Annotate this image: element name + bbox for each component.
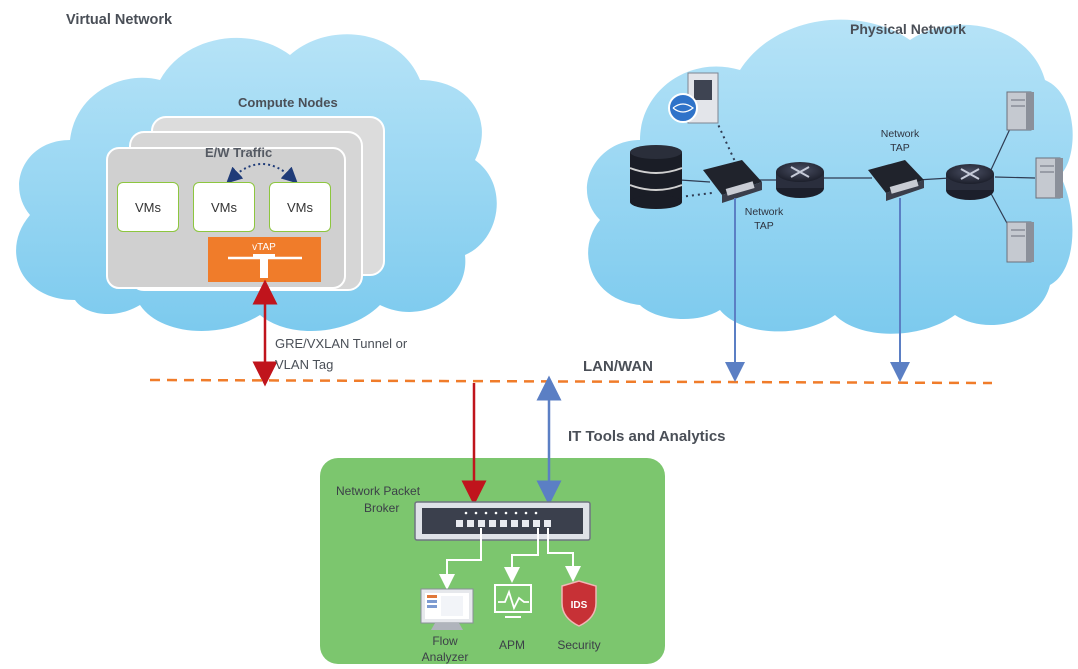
lan-wan-label: LAN/WAN: [583, 358, 653, 375]
security-shield-icon: [561, 580, 597, 627]
vm-box-1: VMs: [117, 182, 179, 232]
server-2-icon: [1035, 157, 1063, 199]
broker-to-tools-arrows: [439, 528, 581, 590]
network-tap-1-label-line2: TAP: [754, 220, 774, 232]
physical-network-title: Physical Network: [850, 21, 966, 37]
network-tap-1-icon: [703, 160, 762, 203]
tunnel-label-line1: GRE/VXLAN Tunnel or: [275, 336, 408, 351]
server-1-icon: [1006, 91, 1034, 131]
vm-label-2: VMs: [211, 199, 237, 215]
apm-label: APM: [499, 638, 525, 652]
database-icon: [629, 145, 683, 209]
vtap-label: vTAP: [252, 242, 276, 253]
compute-nodes-label: Compute Nodes: [238, 95, 338, 110]
vm-box-3: VMs: [269, 182, 331, 232]
ids-label: IDS: [571, 600, 588, 611]
router-1-icon: [776, 162, 824, 198]
broker-label-line2: Broker: [364, 501, 399, 515]
broker-label-line1: Network Packet: [336, 484, 421, 498]
vm-label-1: VMs: [135, 199, 161, 215]
apm-chart-icon: [494, 584, 532, 618]
virtual-network-title: Virtual Network: [66, 12, 173, 28]
server-3-icon: [1006, 221, 1034, 263]
lan-wan-line: [149, 378, 993, 385]
vm-label-3: VMs: [287, 199, 313, 215]
network-tap-2-label-line1: Network: [881, 128, 920, 140]
vm-box-2: VMs: [193, 182, 255, 232]
ew-traffic-arrow: [226, 163, 298, 184]
router-2-icon: [946, 164, 994, 200]
vtap-device: [208, 237, 321, 282]
ew-traffic-label: E/W Traffic: [205, 145, 272, 160]
monitor-icon: [420, 588, 474, 630]
packet-broker-device: [414, 501, 591, 541]
security-label: Security: [557, 638, 600, 652]
network-tap-2-label-line2: TAP: [890, 142, 910, 154]
web-server-icon: [668, 72, 719, 124]
flow-analyzer-label-line1: Flow: [432, 634, 458, 648]
flow-analyzer-label-line2: Analyzer: [422, 650, 469, 664]
tunnel-label-line2: VLAN Tag: [275, 357, 333, 372]
network-tap-2-icon: [868, 160, 924, 201]
it-tools-label: IT Tools and Analytics: [568, 428, 726, 445]
network-tap-1-label-line1: Network: [745, 206, 784, 218]
